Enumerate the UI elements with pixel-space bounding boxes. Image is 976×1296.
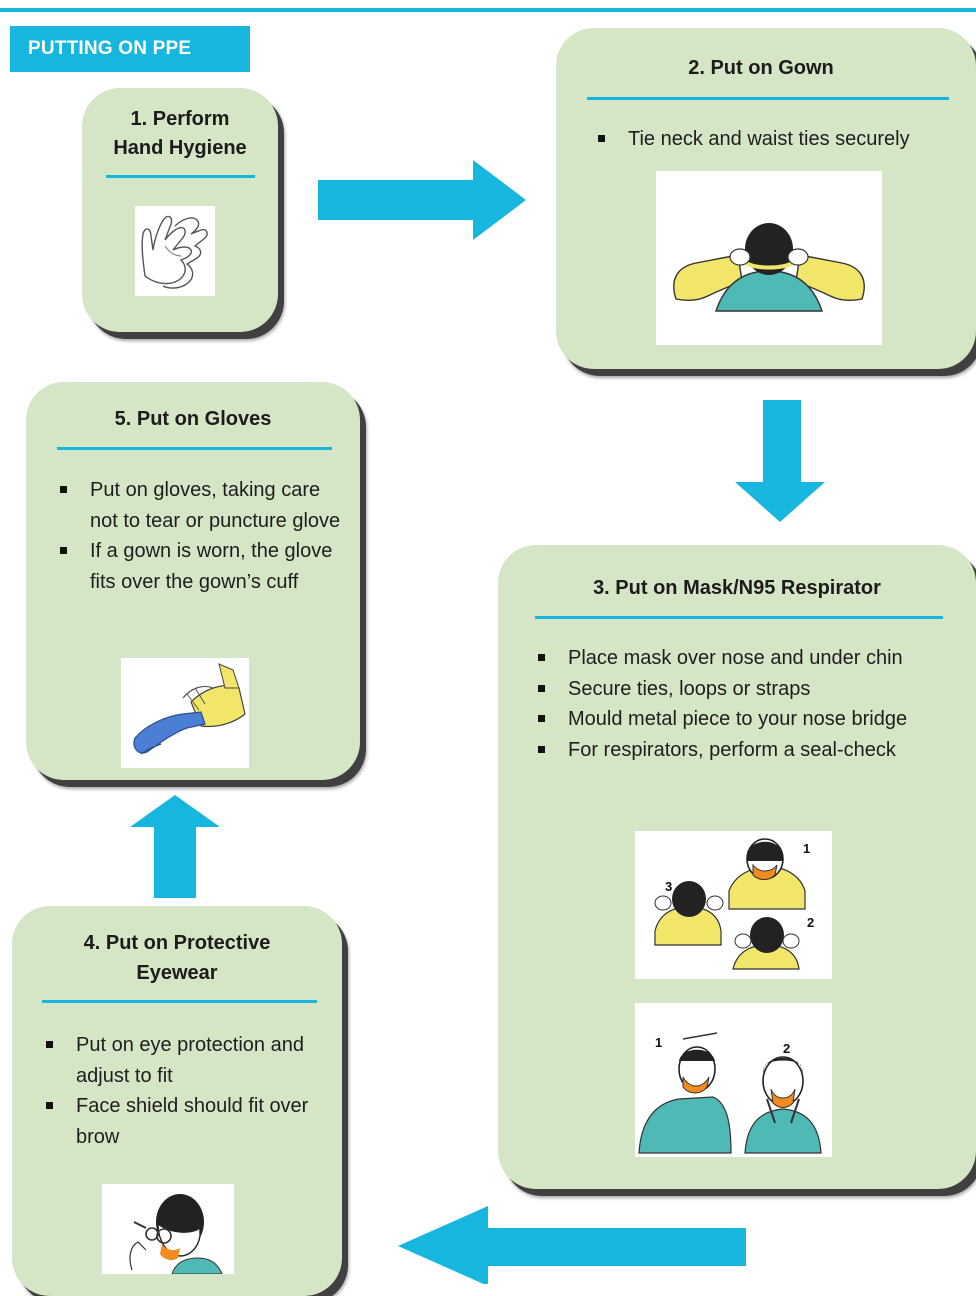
step-4-title-line2: Eyewear: [136, 962, 218, 984]
step-4-card: 4. Put on Protective Eyewear Put on eye …: [12, 906, 342, 1296]
step-3-card: 3. Put on Mask/N95 Respirator Place mask…: [498, 545, 976, 1189]
step-4-title-line1: 4. Put on Protective: [83, 932, 271, 954]
step-2-card: 2. Put on Gown Tie neck and waist ties s…: [556, 28, 976, 369]
seal-figure-number-2: 2: [783, 1041, 790, 1056]
gloves-icon: [121, 658, 249, 768]
step-3-divider: [535, 616, 943, 619]
mask-figure-number-1: 1: [803, 841, 810, 856]
step-1-card: 1. Perform Hand Hygiene: [82, 88, 278, 332]
mask-figure-number-2: 2: [807, 915, 814, 930]
arrow-right-icon: [318, 160, 526, 240]
step-1-title-line2: Hand Hygiene: [113, 137, 247, 159]
page-title: PUTTING ON PPE: [10, 26, 250, 72]
step-3-bullet-4: For respirators, perform a seal-check: [536, 735, 972, 766]
seal-figure-number-1: 1: [655, 1035, 662, 1050]
step-4-divider: [42, 1000, 317, 1003]
mask-ties-icon: 1 2 3: [635, 831, 832, 979]
arrow-up-icon: [130, 795, 220, 898]
step-5-bullets: Put on gloves, taking care not to tear o…: [58, 475, 353, 597]
respirator-seal-check-icon: 1 2: [635, 1003, 832, 1157]
step-3-bullets: Place mask over nose and under chin Secu…: [536, 643, 972, 765]
top-rule: [0, 8, 976, 12]
step-3-bullet-1: Place mask over nose and under chin: [536, 643, 972, 674]
step-5-bullet-2: If a gown is worn, the glove fits over t…: [58, 536, 353, 597]
step-5-divider: [57, 447, 332, 450]
step-1-divider: [106, 175, 255, 178]
mask-figure-number-3: 3: [665, 879, 672, 894]
arrow-left-icon: [398, 1206, 746, 1284]
step-2-divider: [587, 97, 949, 100]
hand-hygiene-icon: [135, 206, 215, 296]
step-2-bullets: Tie neck and waist ties securely: [596, 124, 976, 155]
eyewear-icon: [102, 1184, 234, 1275]
step-3-bullet-3: Mould metal piece to your nose bridge: [536, 704, 972, 735]
step-5-card: 5. Put on Gloves Put on gloves, taking c…: [26, 382, 360, 780]
step-5-title: 5. Put on Gloves: [114, 408, 272, 430]
step-3-title: 3. Put on Mask/N95 Respirator: [593, 577, 881, 599]
step-4-bullet-1: Put on eye protection and adjust to fit: [44, 1030, 334, 1091]
arrow-down-icon: [735, 400, 825, 522]
gown-ties-icon: [656, 171, 882, 345]
step-1-title-line1: 1. Perform: [130, 108, 230, 130]
step-2-bullet-1: Tie neck and waist ties securely: [596, 124, 976, 155]
step-2-title: 2. Put on Gown: [688, 57, 834, 79]
step-5-bullet-1: Put on gloves, taking care not to tear o…: [58, 475, 353, 536]
step-3-bullet-2: Secure ties, loops or straps: [536, 674, 972, 705]
step-4-bullets: Put on eye protection and adjust to fit …: [44, 1030, 334, 1152]
step-4-bullet-2: Face shield should fit over brow: [44, 1091, 334, 1152]
